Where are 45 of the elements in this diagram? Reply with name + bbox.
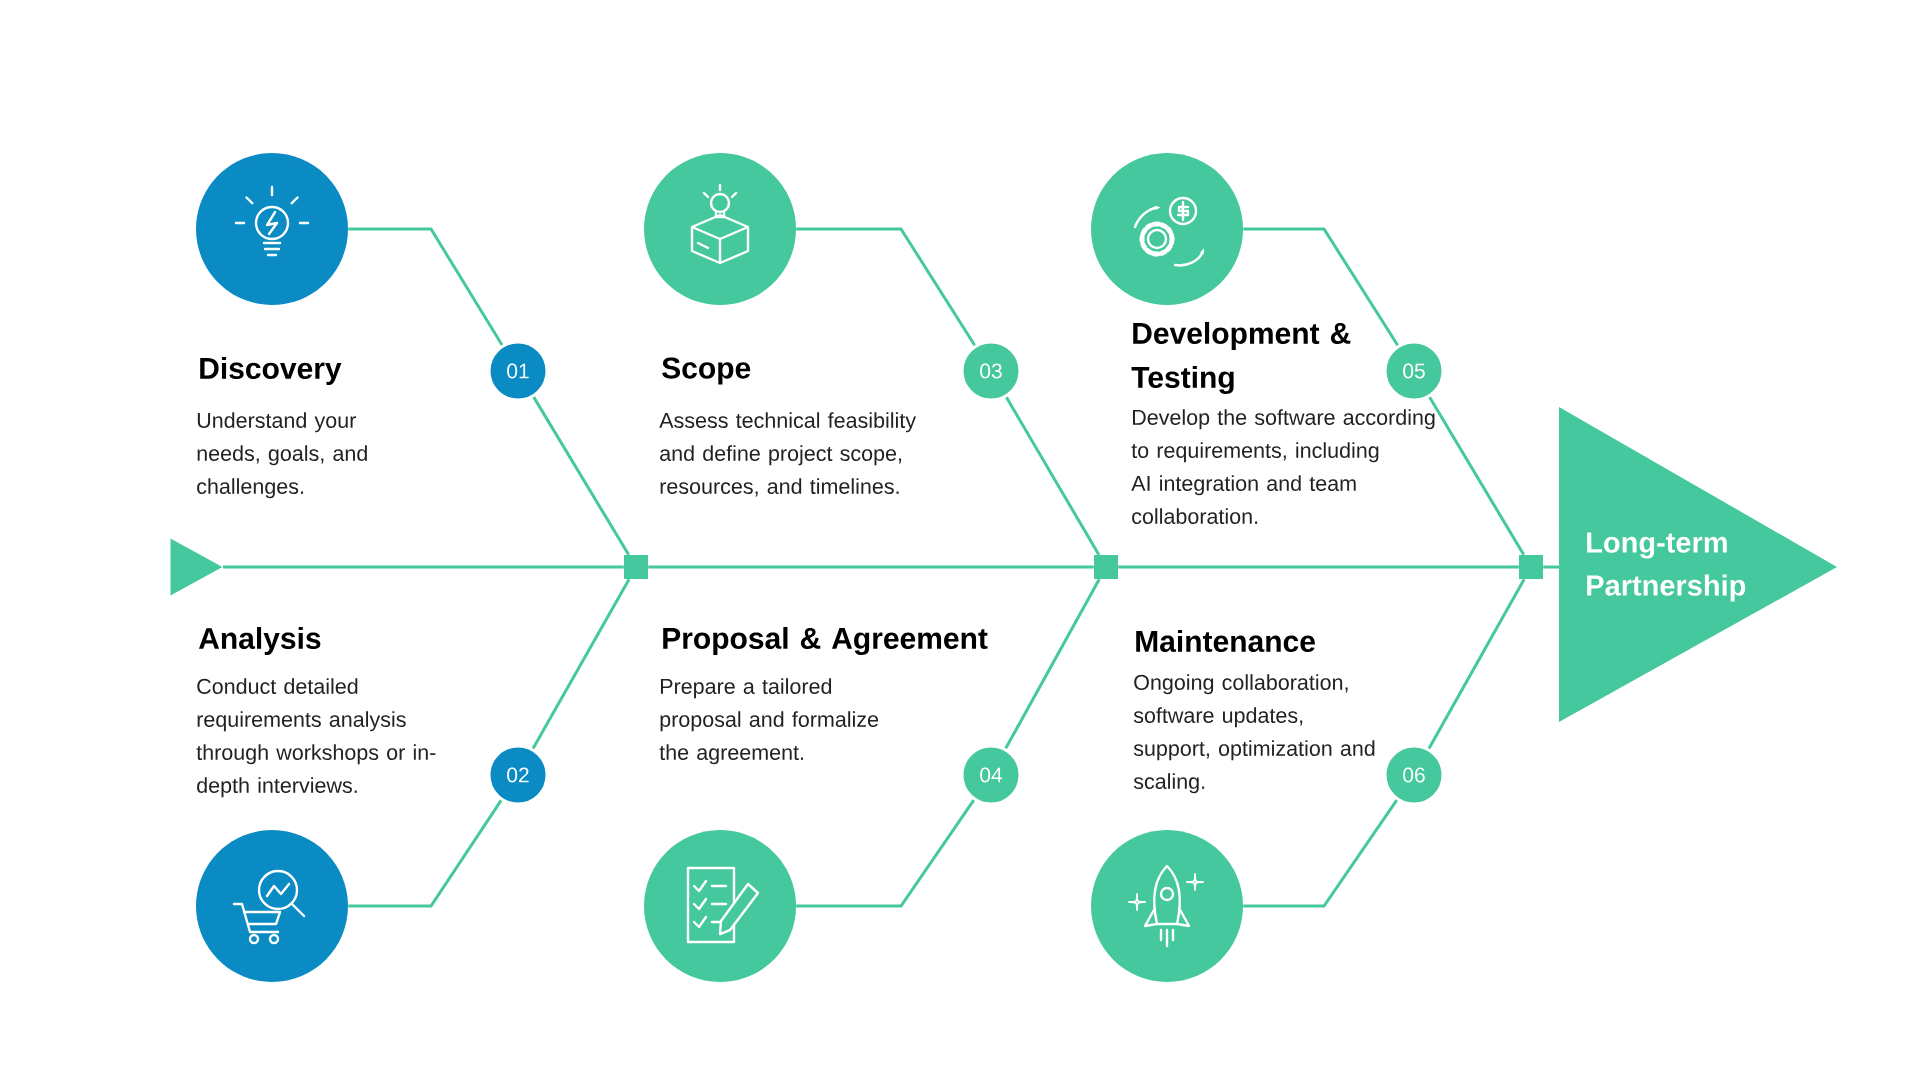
step-description: Prepare a tailored proposal and formalize the agreement. <box>659 678 879 765</box>
connector-line <box>796 227 976 347</box>
junction-square <box>624 555 648 579</box>
connector-line <box>1004 578 1101 750</box>
number-badge: 01 <box>487 340 549 402</box>
step-title: Development & Testing <box>1131 321 1351 395</box>
connector-line <box>532 396 630 556</box>
number-badge: 05 <box>1383 340 1445 402</box>
icon-circle <box>644 830 796 982</box>
end-triangle: Long-term Partnership <box>1559 407 1837 722</box>
connector-line <box>348 227 504 346</box>
step-description: Develop the software according to requirements, including AI integration and team collaboration. <box>1131 409 1435 524</box>
connector-line <box>1243 227 1399 347</box>
connector-line <box>531 578 631 750</box>
start-triangle <box>170 538 223 596</box>
step-description: Conduct detailed requirements analysis through workshops or in-depth interviews. <box>196 678 436 798</box>
icon-circle <box>1091 830 1243 982</box>
connector-line <box>1243 799 1398 908</box>
step-title: Maintenance <box>1136 630 1315 653</box>
step-description: Assess technical feasibility and define project scope, resources, and timelines. <box>659 412 917 497</box>
connector-line <box>223 565 624 569</box>
step-title: Proposal & Agreement <box>663 626 988 656</box>
connector-line <box>1118 565 1519 569</box>
number-badge: 03 <box>960 340 1022 402</box>
connector-line <box>1543 565 1559 569</box>
step-title: Scope <box>662 357 751 385</box>
step-description: Understand your needs, goals, and challenges. <box>197 412 367 499</box>
connector-line <box>348 799 503 908</box>
icon-circle <box>644 153 796 305</box>
connector-line <box>1005 396 1101 556</box>
step-title: Analysis <box>198 627 321 655</box>
number-badge: 02 <box>487 744 549 806</box>
connector-line <box>1428 396 1526 556</box>
number-badge: 06 <box>1383 744 1445 806</box>
icon-circle <box>196 153 348 305</box>
connector-line <box>1427 578 1526 750</box>
junction-square <box>1094 555 1118 579</box>
connector-line <box>648 565 1094 569</box>
icon-circle <box>1091 153 1243 305</box>
icon-circle <box>196 830 348 982</box>
number-badge: 04 <box>960 744 1022 806</box>
step-title: Discovery <box>200 357 342 385</box>
step-description: Ongoing collaboration, software updates, support, optimization and scaling. <box>1133 674 1375 794</box>
junction-square <box>1519 555 1543 579</box>
connector-line <box>796 799 975 908</box>
